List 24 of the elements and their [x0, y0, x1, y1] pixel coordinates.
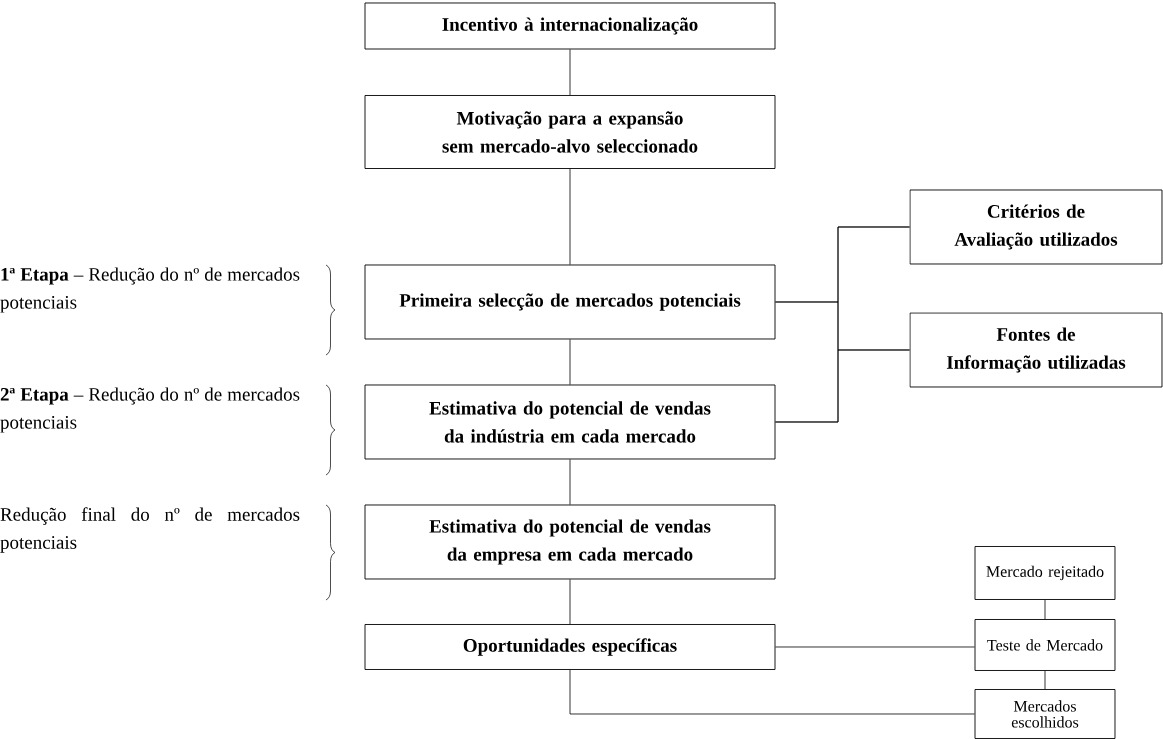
connector-line	[569, 49, 571, 96]
process-box: Estimativa do potencial de vendas da empresa em cada mercado	[364, 504, 776, 580]
stage-label: 2ª Etapa – Redução do nº de mercados potenciais	[0, 387, 300, 433]
connector-line	[569, 168, 571, 265]
connector-line	[775, 646, 975, 648]
outcome-box: Mercado rejeitado	[974, 546, 1116, 600]
process-box: Primeira selecção de mercados potenciais	[364, 264, 776, 340]
connector-line	[569, 669, 975, 715]
stage-label: 1ª Etapa – Redução do nº de mercados potenciais	[0, 267, 300, 313]
connector-line	[1044, 670, 1046, 690]
outcome-box: Mercados escolhidos	[974, 689, 1116, 739]
connector-line	[775, 349, 910, 423]
process-box: Estimativa do potencial de vendas da indústria em cada mercado	[364, 384, 776, 460]
connector-line	[569, 339, 571, 385]
connector-line	[569, 459, 571, 505]
process-box: Incentivo à internacionalização	[364, 2, 776, 50]
process-box: Fontes de Informação utilizadas	[909, 312, 1163, 388]
connector-line	[569, 579, 571, 625]
process-box: Oportunidades específicas	[364, 624, 776, 670]
stage-label: Redução final do nº de mercados potenciais	[0, 507, 300, 553]
process-box: Motivação para a expansão sem mercado-alvo seleccionado	[364, 95, 776, 169]
connector-line	[1044, 599, 1046, 620]
process-box: Critérios de Avaliação utilizados	[909, 189, 1163, 265]
outcome-box: Teste de Mercado	[974, 619, 1116, 671]
